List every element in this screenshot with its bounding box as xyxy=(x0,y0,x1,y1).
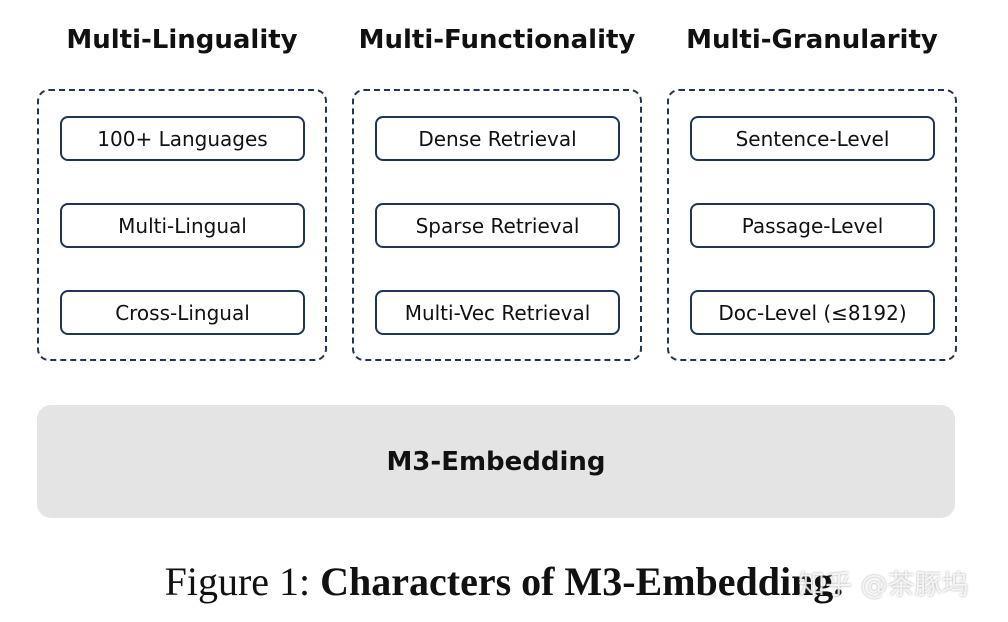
caption-title: Characters of M3-Embedding. xyxy=(320,559,844,604)
item-sentence-level: Sentence-Level xyxy=(690,116,935,161)
base-model-label: M3-Embedding xyxy=(386,446,606,477)
column-title-multi-linguality: Multi-Linguality xyxy=(66,25,298,55)
item-doc-level: Doc-Level (≤8192) xyxy=(690,290,935,335)
item-multi-lingual: Multi-Lingual xyxy=(60,203,305,248)
watermark: 知乎 @茶豚坞 xyxy=(798,570,969,601)
group-multi-linguality: 100+ Languages Multi-Lingual Cross-Lingu… xyxy=(37,89,327,361)
column-title-multi-functionality: Multi-Functionality xyxy=(358,25,636,55)
item-sparse-retrieval: Sparse Retrieval xyxy=(375,203,620,248)
column-title-multi-granularity: Multi-Granularity xyxy=(686,25,938,55)
item-passage-level: Passage-Level xyxy=(690,203,935,248)
base-model-box: M3-Embedding xyxy=(37,405,955,518)
caption-prefix: Figure 1: xyxy=(164,559,321,604)
group-multi-granularity: Sentence-Level Passage-Level Doc-Level (… xyxy=(667,89,957,361)
figure-caption: Figure 1: Characters of M3-Embedding. xyxy=(0,558,1008,605)
item-100-languages: 100+ Languages xyxy=(60,116,305,161)
item-multi-vec-retrieval: Multi-Vec Retrieval xyxy=(375,290,620,335)
item-cross-lingual: Cross-Lingual xyxy=(60,290,305,335)
item-dense-retrieval: Dense Retrieval xyxy=(375,116,620,161)
group-multi-functionality: Dense Retrieval Sparse Retrieval Multi-V… xyxy=(352,89,642,361)
